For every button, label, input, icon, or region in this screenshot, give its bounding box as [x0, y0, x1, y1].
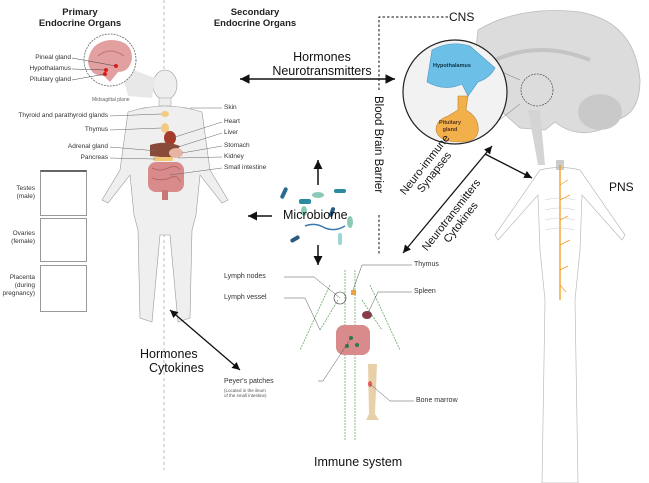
- hypothalamus-zoom-circle: [402, 39, 508, 145]
- label-pancreas: Pancreas: [80, 154, 108, 161]
- pns-nervous-system-figure: [494, 160, 626, 483]
- secondary-header-line2: Endocrine Organs: [213, 18, 297, 29]
- label-midsagittal-plane: Midsagittal plane: [92, 97, 130, 103]
- immune-leader-lines: [284, 264, 414, 402]
- primary-header-line1: Primary: [62, 7, 98, 18]
- testes-box: [40, 170, 87, 216]
- ovaries-box: [40, 218, 87, 262]
- primary-endocrine-header: Primary Endocrine Organs: [30, 7, 130, 29]
- endocrine-leader-lines-right: [169, 107, 223, 176]
- label-skin: Skin: [224, 104, 237, 111]
- label-hypothalamus-inset: Hypothalamus: [29, 65, 71, 72]
- placenta-line2: (during: [14, 282, 35, 289]
- label-thyroid: Thyroid and parathyroid glands: [18, 112, 108, 119]
- ovaries-line1: Ovaries: [12, 230, 35, 237]
- label-lymph-vessel: Lymph vessel: [224, 294, 267, 301]
- label-stomach: Stomach: [224, 142, 250, 149]
- label-thymus-endocrine: Thymus: [84, 126, 108, 133]
- placenta-box: [40, 265, 87, 312]
- placenta-line1: Placenta: [9, 274, 35, 281]
- hc-line1: Hormones: [140, 347, 198, 361]
- label-blood-brain-barrier: Blood Brain Barrier: [372, 96, 384, 194]
- label-microbiome: Microbiome: [283, 208, 348, 222]
- label-pituitary-inset: Pituitary gland: [29, 76, 71, 83]
- label-placenta: Placenta (during pregnancy): [2, 274, 35, 298]
- label-pns: PNS: [609, 180, 634, 194]
- label-spleen: Spleen: [414, 288, 436, 295]
- label-bone-marrow: Bone marrow: [416, 397, 458, 404]
- hn-line2: Neurotransmitters: [272, 64, 372, 78]
- endocrine-leader-lines-left: [109, 113, 162, 160]
- pituitary-line1: Pituitary: [439, 120, 462, 126]
- label-pineal-gland: Pineal gland: [35, 54, 71, 61]
- peyers-note-line2: of the small intestine): [224, 393, 267, 398]
- human-body-figure: [101, 69, 229, 323]
- label-peyers-patches: Peyer's patches: [224, 378, 274, 385]
- label-kidney: Kidney: [224, 153, 244, 160]
- secondary-header-line1: Secondary: [230, 7, 280, 18]
- brain-inset-midsagittal: [71, 33, 155, 98]
- label-lymph-nodes: Lymph nodes: [224, 273, 266, 280]
- ovaries-line2: (female): [11, 238, 35, 245]
- label-thymus-immune: Thymus: [414, 261, 439, 268]
- testes-line2: (male): [16, 193, 35, 200]
- label-ovaries: Ovaries (female): [11, 230, 35, 246]
- placenta-line3: pregnancy): [2, 290, 35, 297]
- microbiome-bacteria: [280, 187, 353, 245]
- arrow-cns-pns: [484, 153, 533, 179]
- primary-header-line2: Endocrine Organs: [38, 18, 122, 29]
- brain-sagittal: [469, 10, 641, 165]
- hc-line2: Cytokines: [149, 361, 204, 375]
- pituitary-line2: gland: [442, 127, 458, 133]
- label-testes: Testes (male): [16, 185, 35, 201]
- label-hormones-neurotransmitters: Hormones Neurotransmitters: [262, 50, 382, 78]
- arrow-neuro-immune: [402, 145, 493, 254]
- arrow-endocrine-immune: [169, 309, 241, 371]
- label-pituitary-gland: Pituitary gland: [439, 120, 461, 134]
- label-cns: CNS: [449, 10, 475, 24]
- testes-line1: Testes: [16, 185, 35, 192]
- cns-dashed-bracket: [378, 16, 448, 90]
- label-hypothalamus: Hypothalamus: [433, 63, 471, 69]
- immune-system-figure: [299, 270, 401, 440]
- label-liver: Liver: [224, 129, 239, 136]
- secondary-endocrine-header: Secondary Endocrine Organs: [205, 7, 305, 29]
- label-adrenal-gland: Adrenal gland: [67, 143, 108, 150]
- label-peyers-note: (Located in the ileum of the small intes…: [224, 388, 267, 398]
- label-immune-system: Immune system: [314, 455, 403, 469]
- label-hormones-cytokines: Hormones Cytokines: [140, 347, 204, 375]
- hn-line1: Hormones: [293, 50, 351, 64]
- label-heart: Heart: [224, 118, 240, 125]
- peyers-note-line1: (Located in the ileum: [224, 388, 266, 393]
- label-small-intestine: Small intestine: [224, 164, 267, 171]
